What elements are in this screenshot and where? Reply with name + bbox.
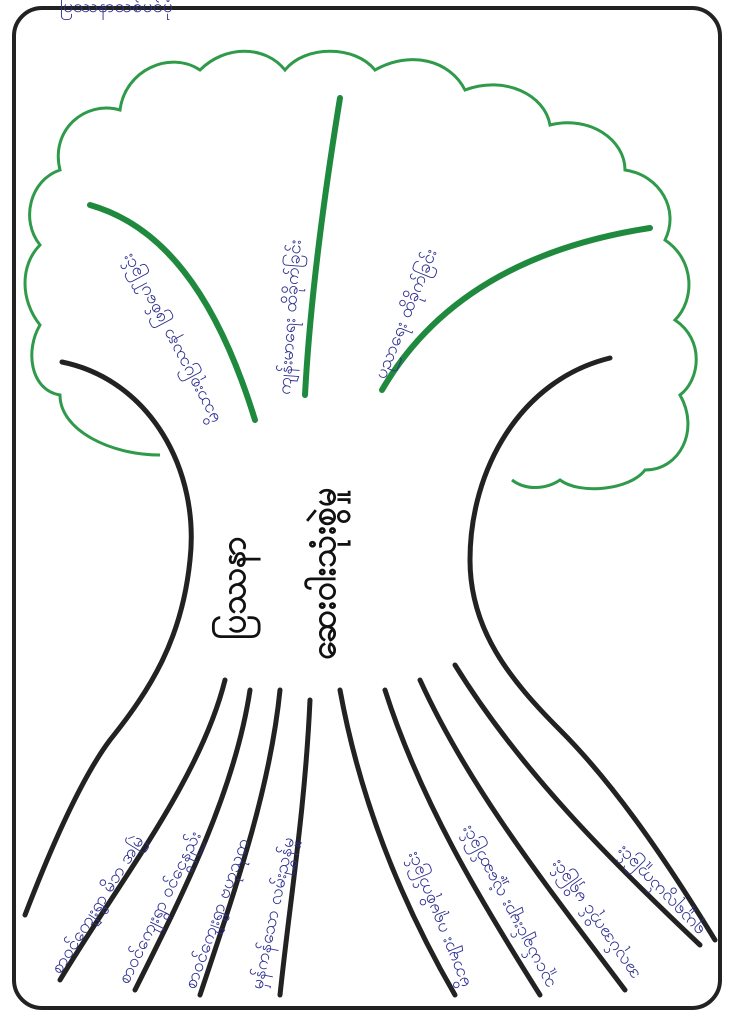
root-label-4: မှန်ကန်သော လမ်းညွှန်မှု: [246, 835, 302, 991]
trunk-right-edge: [470, 358, 715, 940]
branch-label-3: ပညာရေး ထိခိုက်ခြင်း: [369, 245, 444, 383]
root-label-6: သူငယ်ချင်းများ လှုံ့ဆော်ခြင်း: [455, 821, 562, 993]
branch-1: [90, 205, 255, 420]
header-text: ပြဿနာသစ်ပင်ပုံ: [60, 0, 173, 20]
trunk-label-line2: ပြဿနာ: [213, 536, 261, 640]
branch-label-1: မိသားစုပြဿနာ ဖြစ်ပေါ်ခြင်း: [116, 249, 227, 428]
trunk-label-line1: ဆေးဝါးသုံးစွဲမှု: [304, 488, 351, 660]
branch-2: [305, 98, 340, 395]
